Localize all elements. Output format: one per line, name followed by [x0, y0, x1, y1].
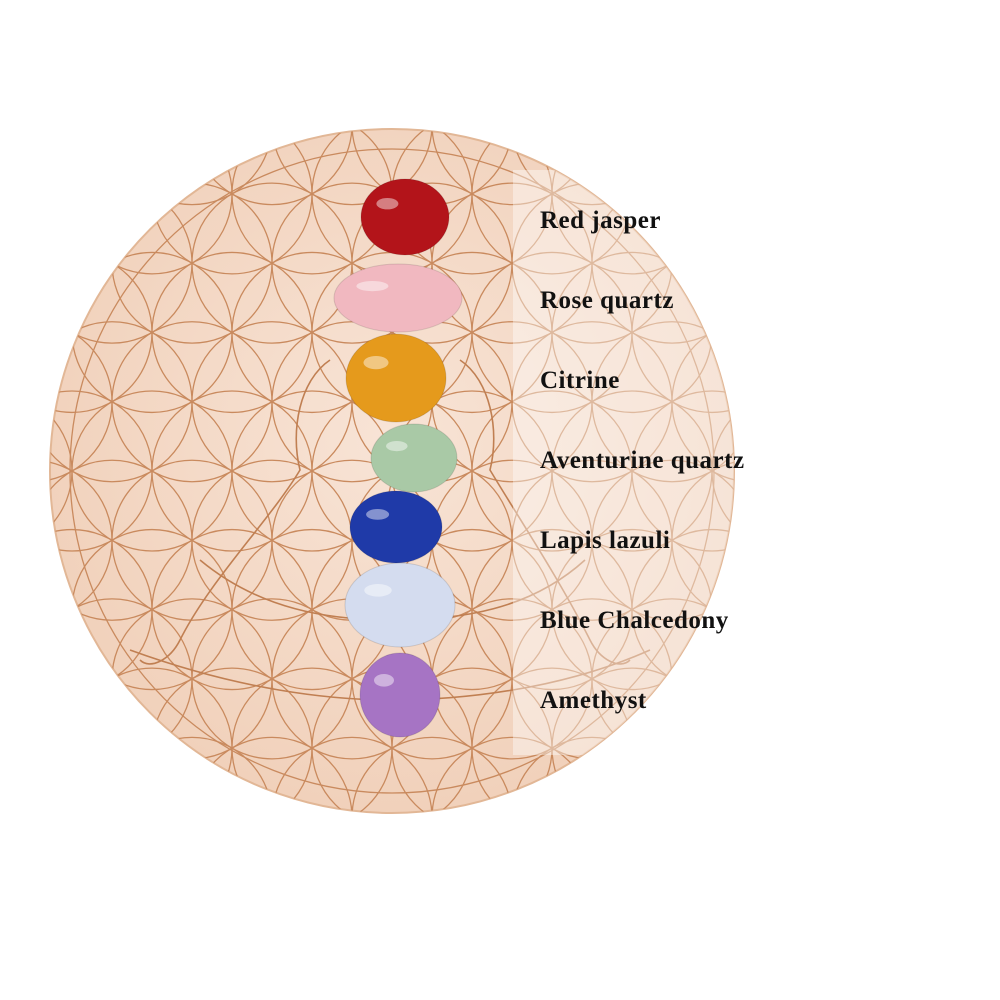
label-rose-quartz: Rose quartz: [540, 287, 674, 314]
stone-amethyst: [359, 652, 441, 738]
pattern-circle: [271, 129, 433, 206]
stone-highlight: [364, 584, 392, 597]
pattern-circle: [511, 129, 673, 206]
stone-rose-quartz: [333, 263, 463, 333]
pattern-circle: [271, 736, 433, 813]
pattern-circle: [191, 129, 353, 206]
stone-highlight: [356, 281, 389, 292]
stones: [333, 178, 463, 738]
stone-citrine: [345, 333, 447, 423]
label-citrine: Citrine: [540, 367, 620, 394]
label-aventurine-quartz: Aventurine quartz: [540, 447, 745, 474]
stone-blue-chalcedony: [344, 562, 456, 648]
label-lapis-lazuli: Lapis lazuli: [540, 527, 671, 554]
inner-ring: [69, 148, 715, 794]
label-blue-chalcedony: Blue Chalcedony: [540, 607, 729, 634]
stone-highlight: [366, 509, 390, 520]
pattern-circle: [111, 129, 273, 206]
stone-lapis-lazuli: [349, 490, 443, 564]
stone-highlight: [376, 198, 399, 210]
pattern-circle: [431, 129, 593, 206]
stone-red-jasper: [360, 178, 450, 256]
stone-highlight: [374, 674, 394, 687]
pattern-circle: [191, 736, 353, 813]
stone-highlight: [363, 356, 389, 370]
stone-highlight: [386, 441, 408, 452]
pattern-circle: [511, 736, 673, 813]
pattern-circle: [351, 736, 513, 813]
label-red-jasper: Red jasper: [540, 207, 661, 234]
label-amethyst: Amethyst: [540, 687, 647, 714]
pattern-circle: [111, 736, 273, 813]
stone-aventurine-quartz: [370, 423, 458, 493]
pattern-circle: [431, 736, 593, 813]
